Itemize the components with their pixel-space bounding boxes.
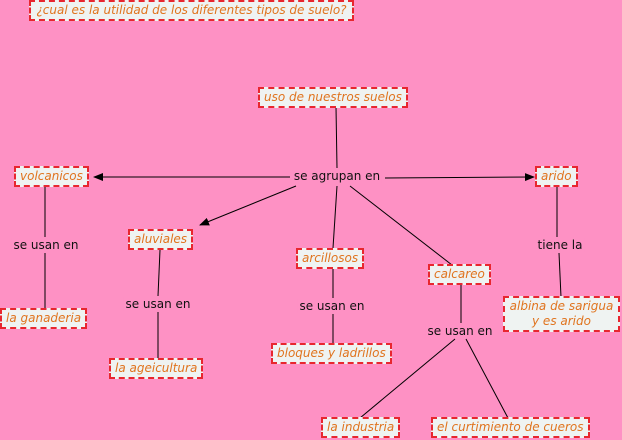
link-label-usan-volcanicos[interactable]: se usan en xyxy=(11,238,81,252)
link-label-usan-arcillosos[interactable]: se usan en xyxy=(297,299,367,313)
focus-question[interactable]: ¿cual es la utilidad de los diferentes t… xyxy=(29,0,354,21)
concept-albina[interactable]: albina de sarigua y es arido xyxy=(503,296,620,332)
concept-arcillosos[interactable]: arcillosos xyxy=(296,248,365,269)
link-label-tiene[interactable]: tiene la xyxy=(535,238,585,252)
concept-root[interactable]: uso de nuestros suelos xyxy=(258,87,408,108)
link-label-usan-aluviales[interactable]: se usan en xyxy=(123,297,193,311)
link-label-usan-calcareo[interactable]: se usan en xyxy=(425,324,495,338)
concept-calcareo[interactable]: calcareo xyxy=(428,264,491,285)
concept-volcanicos[interactable]: volcanicos xyxy=(14,166,89,187)
concept-industria[interactable]: la industria xyxy=(321,417,401,438)
concept-aluviales[interactable]: aluviales xyxy=(128,229,194,250)
concept-bloques[interactable]: bloques y ladrillos xyxy=(271,343,392,364)
link-label-agrupan[interactable]: se agrupan en xyxy=(291,169,383,183)
concept-ageicultura[interactable]: la ageicultura xyxy=(109,358,204,379)
concept-arido[interactable]: arido xyxy=(535,166,578,187)
concept-ganaderia[interactable]: la ganaderia xyxy=(0,308,88,329)
concept-curtimiento[interactable]: el curtimiento de cueros xyxy=(431,417,590,438)
